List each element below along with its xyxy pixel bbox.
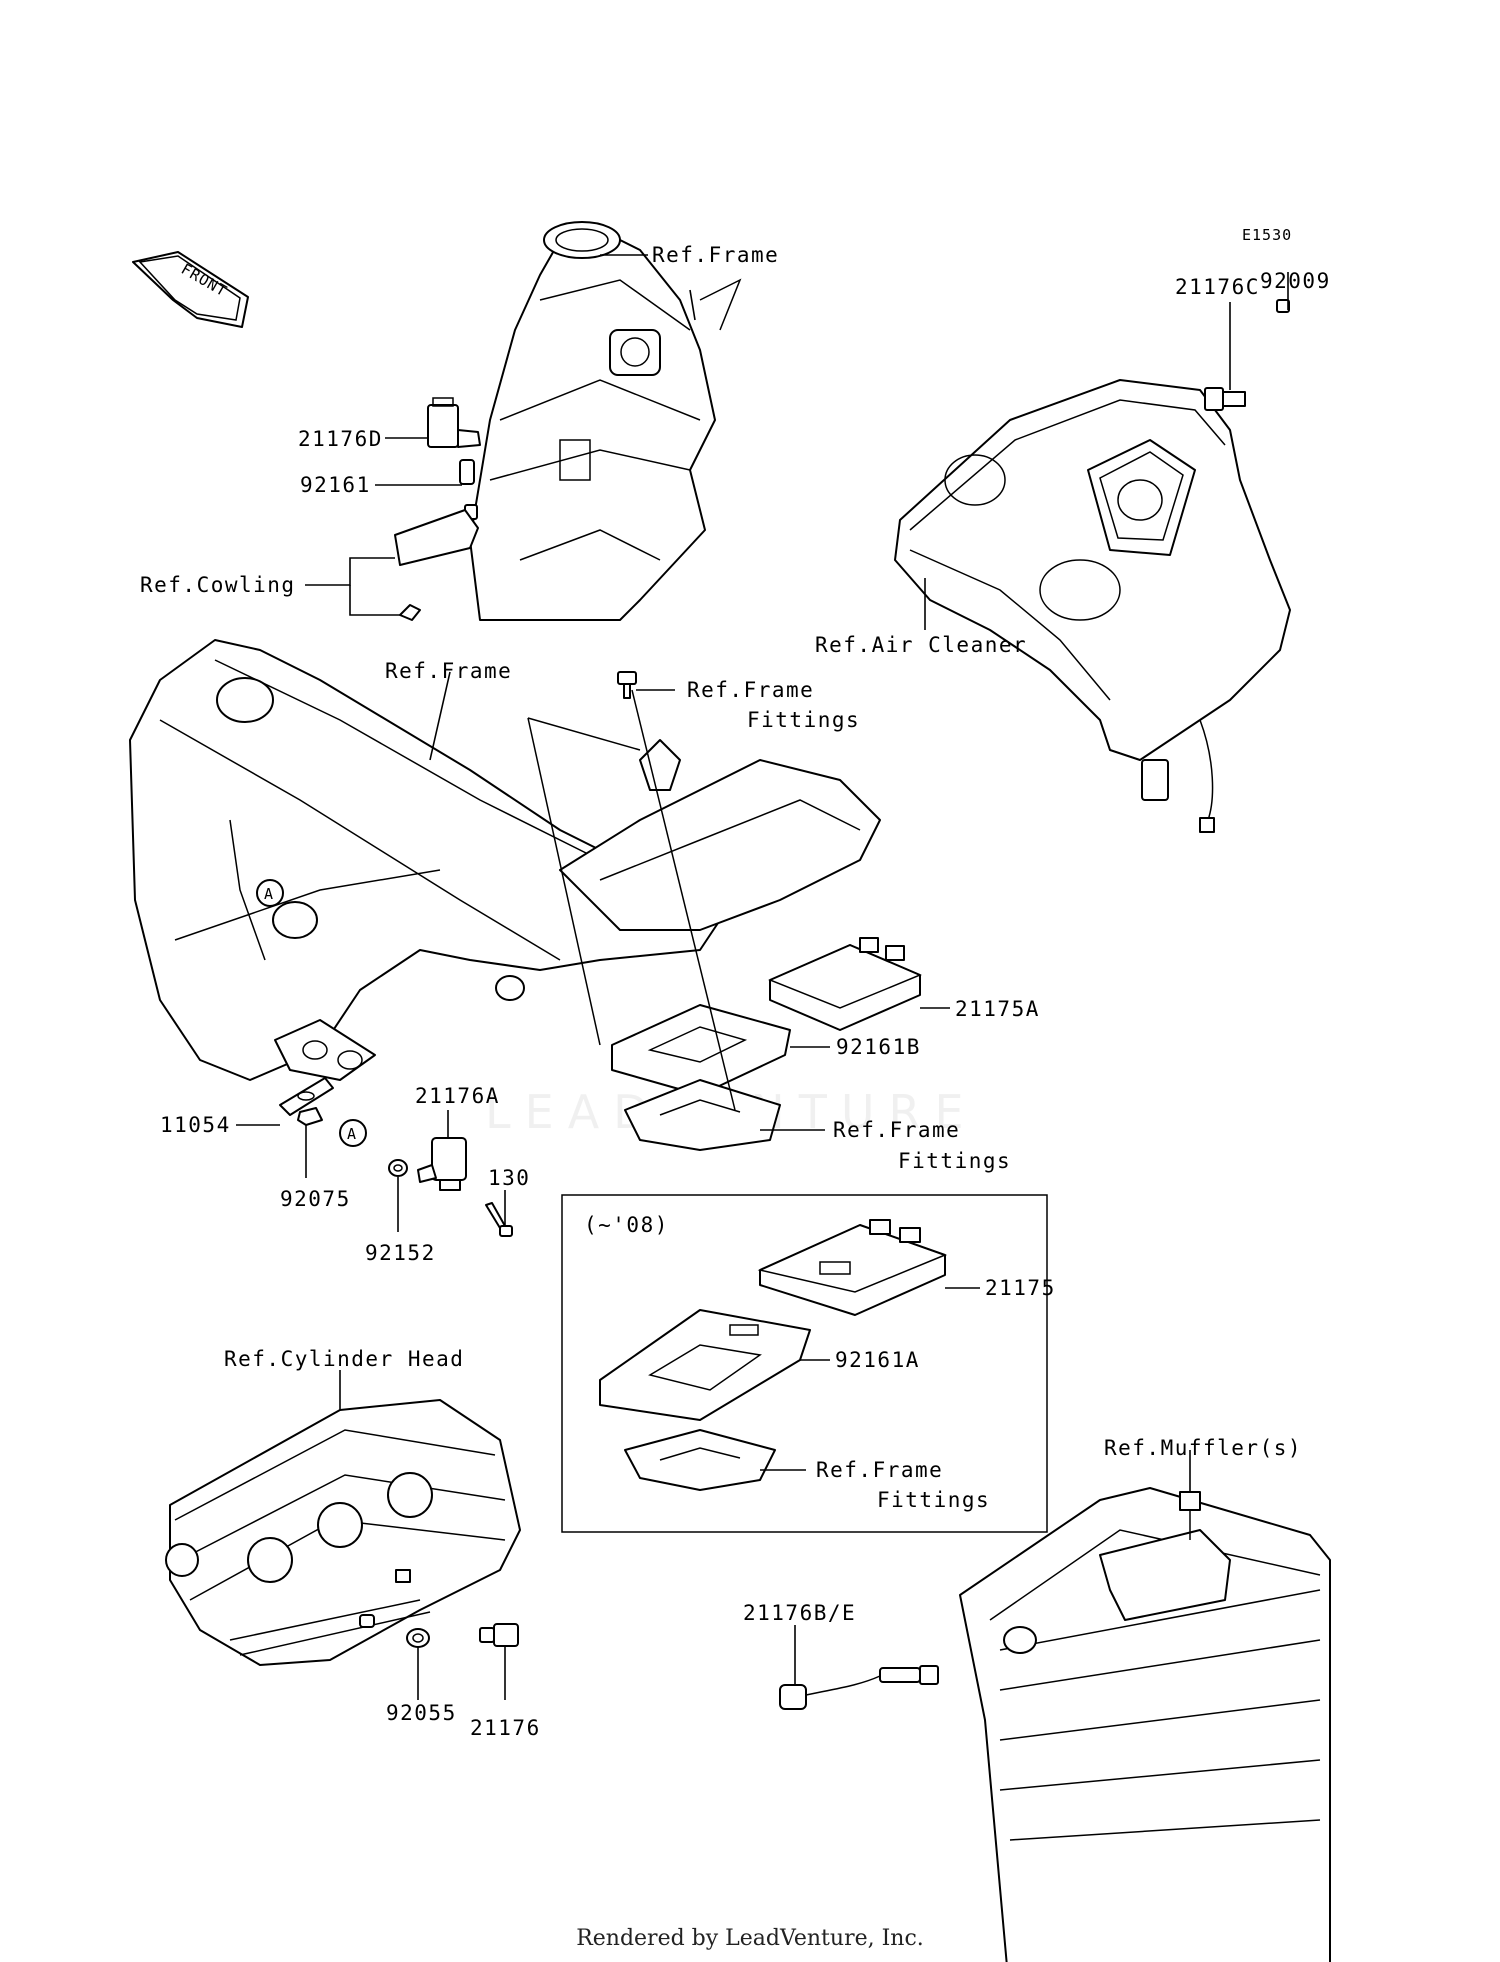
label-ref-frame-fittings-3a: Ref.Frame [816,1458,943,1482]
label-ref-cowling: Ref.Cowling [140,573,296,597]
map-sensor-21176D [394,397,481,621]
footer-credit: Rendered by LeadVenture, Inc. [576,1926,924,1951]
label-inset-title: (~'08) [584,1213,669,1237]
diagram-code: E1530 [1242,226,1292,244]
label-92055: 92055 [386,1701,457,1725]
label-ref-frame-top: Ref.Frame [652,243,779,267]
marker-a-parts-text: A [347,1125,357,1143]
label-92075: 92075 [280,1187,351,1211]
label-21176BE: 21176B/E [743,1601,856,1625]
marker-a-frame [256,879,284,907]
label-ref-frame-fittings-2b: Fittings [898,1149,1011,1173]
bracket-92161B [611,1004,791,1096]
cylinder-head-illustration [165,1399,521,1666]
label-130: 130 [488,1166,530,1190]
label-92161B: 92161B [836,1035,921,1059]
sensor-21176 [479,1623,519,1647]
fittings-plate-inset [624,1429,776,1491]
marker-a-frame-text: A [264,885,274,903]
label-21176A: 21176A [415,1084,500,1108]
ecu-21175 [757,1219,948,1316]
label-ref-air-cleaner: Ref.Air Cleaner [815,633,1027,657]
label-21175A: 21175A [955,997,1040,1021]
muffler-illustration [959,1487,1331,1962]
ecu-21175A [768,937,922,1031]
label-92152: 92152 [365,1241,436,1265]
frame-fitting-bolt [617,671,637,699]
label-92009: 92009 [1260,269,1331,293]
collar-92152 [388,1159,408,1177]
label-ref-mufflers: Ref.Muffler(s) [1104,1436,1302,1460]
label-92161A: 92161A [835,1348,920,1372]
main-frame-illustration [129,639,881,1081]
label-21176C: 21176C [1175,275,1260,299]
o2-sensor-21176BE [779,1665,939,1710]
label-ref-frame-fittings-1b: Fittings [747,708,860,732]
gasket-92055 [406,1628,430,1648]
label-ref-cylinder-head: Ref.Cylinder Head [224,1347,464,1371]
label-21176: 21176 [470,1716,541,1740]
nut-92075 [297,1107,323,1126]
label-ref-frame-mid: Ref.Frame [385,659,512,683]
sensor-21176A [417,1137,467,1191]
air-cleaner-illustration [894,379,1291,833]
front-arrow-icon: FRONT [132,251,249,328]
marker-a-parts [339,1119,367,1147]
sensor-21176C [1204,299,1290,411]
bracket-92161A [599,1309,811,1421]
inset-box [561,1194,1048,1533]
label-21176D: 21176D [298,427,383,451]
label-ref-frame-fittings-2a: Ref.Frame [833,1118,960,1142]
bolt-130 [485,1202,513,1237]
frame-fittings-plate [624,1079,781,1151]
label-ref-frame-fittings-1a: Ref.Frame [687,678,814,702]
plate-11054 [279,1077,334,1116]
frame-head-illustration [469,221,742,621]
label-21175: 21175 [985,1276,1056,1300]
label-92161: 92161 [300,473,371,497]
label-11054: 11054 [160,1113,231,1137]
label-ref-frame-fittings-3b: Fittings [877,1488,990,1512]
